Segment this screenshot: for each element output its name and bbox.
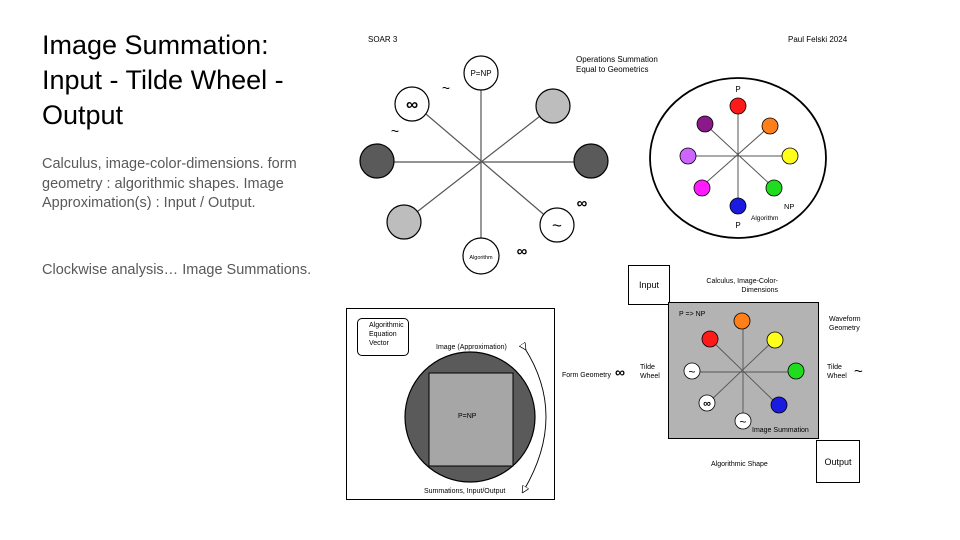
square-node-infinity <box>698 394 716 412</box>
slide-title: Image Summation: Input - Tilde Wheel - O… <box>42 30 284 130</box>
color-node-top <box>729 97 747 115</box>
infinity-mark-1: ∞ <box>577 195 588 212</box>
wheel1-bottom-label: Algorithm <box>469 255 493 261</box>
approximation-square <box>428 372 514 467</box>
soar-label: SOAR 3 <box>368 35 398 44</box>
description-paragraph: Calculus, image-color-dimensions. form g… <box>42 156 297 211</box>
tilde-mark-1: ~ <box>442 80 450 96</box>
algorithmic-equation-legend: Algorithmic Equation Vector <box>357 318 409 356</box>
tilde-wheel-right-line1: Tilde <box>827 364 842 371</box>
author-label: Paul Felski 2024 <box>788 35 848 44</box>
pnp-label: P => NP <box>679 311 706 318</box>
square-node-red <box>701 330 719 348</box>
color-node-right <box>781 147 799 165</box>
color-wheel-top-label: P <box>735 85 740 94</box>
color-node-bottom-left <box>693 179 711 197</box>
square-node-tilde-label: ~ <box>688 365 695 379</box>
square-top-caption: Calculus, Image-Color- Dimensions <box>700 277 778 295</box>
color-node-left <box>679 147 697 165</box>
summations-label: Summations, Input/Output <box>424 488 506 495</box>
wheel1-node-bottom <box>462 237 500 275</box>
color-node-top-left <box>696 115 714 133</box>
spoke-wheel-diagram: P=NP Algorithm ∞ ~ ~ ~ ∞ ∞ <box>359 55 609 275</box>
wheel1-node-tilde <box>539 207 575 243</box>
waveform-geometry-label: Waveform Geometry <box>829 315 861 333</box>
color-node-bottom-right <box>765 179 783 197</box>
wheel1-top-label: P=NP <box>470 69 491 78</box>
tilde-wheel-right-symbol: ~ <box>854 363 863 380</box>
wheel1-tilde-label: ~ <box>552 216 562 235</box>
color-wheel-np-label: NP <box>784 202 794 211</box>
approximation-center-label: P=NP <box>458 413 477 420</box>
waveform-line1: Waveform <box>829 316 861 323</box>
form-geometry-label: Form Geometry ∞ <box>562 365 625 380</box>
square-node-tilde-bottom <box>734 412 752 430</box>
input-box: Input <box>628 265 670 305</box>
algorithmic-shape-label: Algorithmic Shape <box>711 461 768 468</box>
infinity-mark-2: ∞ <box>517 243 528 260</box>
tilde-mark-2: ~ <box>391 123 399 139</box>
clockwise-paragraph: Clockwise analysis… Image Summations. <box>42 262 312 278</box>
operations-caption-line2: Equal to Geometrics <box>576 65 649 74</box>
operations-caption: Operations Summation Equal to Geometrics <box>576 55 658 75</box>
legend-line3: Vector <box>369 340 389 347</box>
wheel1-node-left <box>359 143 395 179</box>
image-summation-label: Image Summation <box>752 427 809 434</box>
square-node-tilde <box>683 362 701 380</box>
wheel1-node-top <box>463 55 499 91</box>
operations-caption-line1: Operations Summation <box>576 55 658 64</box>
square-node-infinity-label: ∞ <box>703 398 711 410</box>
square-node-yellow <box>766 331 784 349</box>
color-wheel-algorithm-label: Algorithm <box>751 215 778 222</box>
wheel1-node-bottom-left <box>386 204 422 240</box>
legend-line2: Equation <box>369 331 397 338</box>
square-wheel-diagram: ~ ∞ ~ P => NP Image Summation <box>668 302 819 439</box>
square-node-orange <box>733 312 751 330</box>
tilde-wheel-left-label: Tilde Wheel <box>640 363 660 381</box>
square-node-green <box>787 362 805 380</box>
approximation-arrow <box>524 347 547 490</box>
wheel1-node-infinity <box>394 86 430 122</box>
waveform-line2: Geometry <box>829 325 860 332</box>
square-node-tilde-bottom-label: ~ <box>739 415 746 429</box>
output-box: Output <box>816 440 860 483</box>
tilde-wheel-left-line1: Tilde <box>640 364 655 371</box>
wheel1-node-top-right <box>535 88 571 124</box>
color-node-top-right <box>761 117 779 135</box>
wheel1-node-right <box>573 143 609 179</box>
color-node-bottom <box>729 197 747 215</box>
form-geometry-symbol: ∞ <box>614 364 625 380</box>
square-top-caption-line1: Calculus, Image-Color- <box>706 278 778 285</box>
color-wheel-diagram: P P NP Algorithm <box>649 77 827 239</box>
tilde-wheel-right-label: Tilde Wheel <box>827 363 847 381</box>
wheel1-infinity-label: ∞ <box>406 95 418 114</box>
form-geometry-text: Form Geometry <box>562 372 612 379</box>
color-wheel-bottom-label: P <box>735 221 740 230</box>
approximation-diagram <box>404 335 547 500</box>
tilde-wheel-right-line2: Wheel <box>827 373 847 380</box>
legend-line1: Algorithmic <box>369 322 404 329</box>
tilde-wheel-left-line2: Wheel <box>640 373 660 380</box>
image-approximation-label: Image (Approximation) <box>436 344 507 351</box>
square-top-caption-line2: Dimensions <box>741 287 778 294</box>
square-node-blue <box>770 396 788 414</box>
